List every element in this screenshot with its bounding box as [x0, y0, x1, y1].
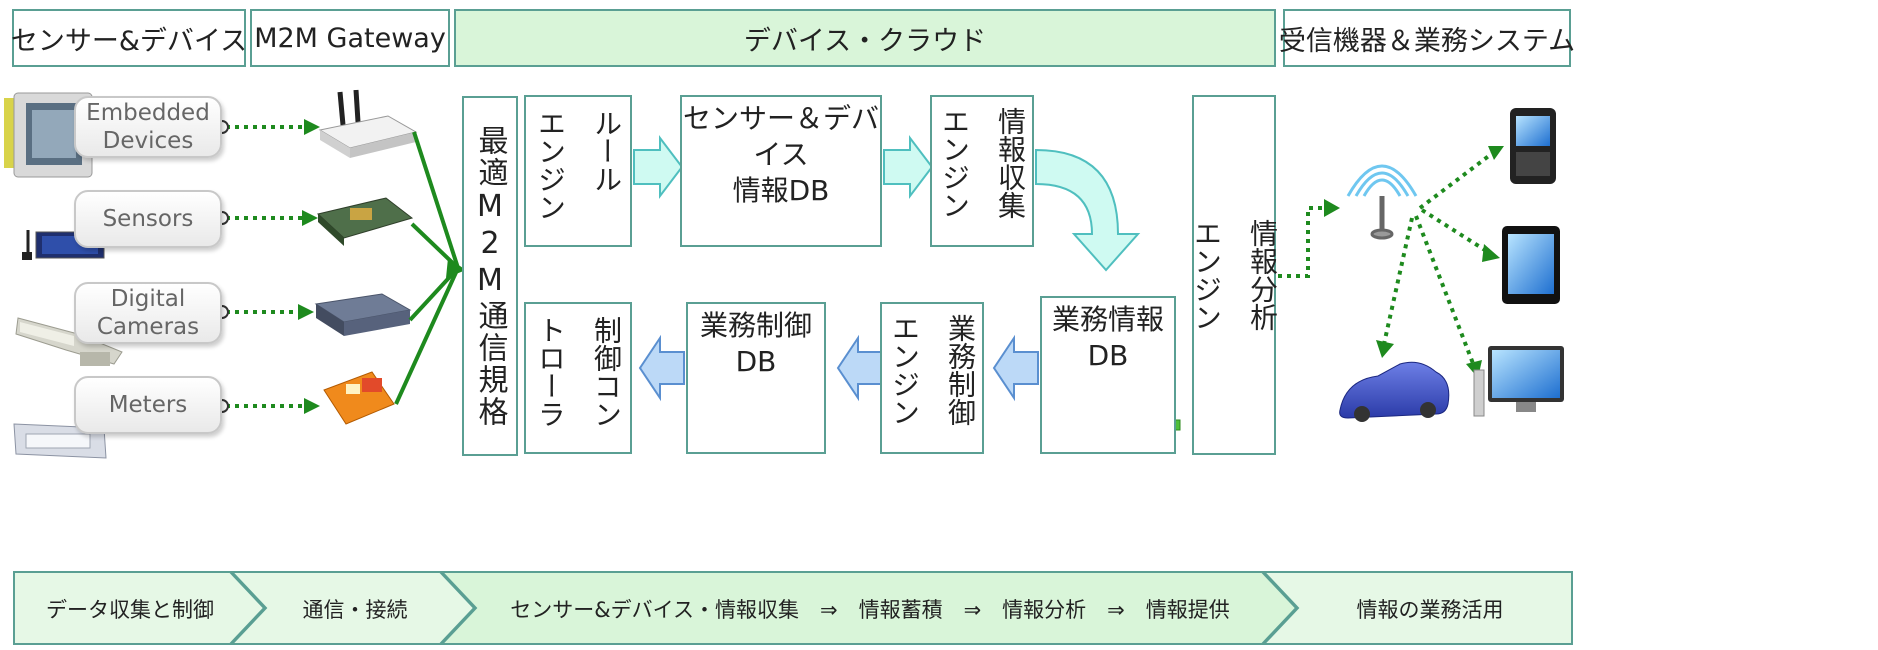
sensor-db-title-1: センサー＆デバイス — [682, 102, 879, 171]
sensor-db-box: センサー＆デバイス 情報DB — [680, 95, 882, 247]
protocol-box: 最適M2M通信規格 — [462, 96, 518, 456]
controller-box: 制御コン トローラ — [524, 302, 632, 454]
rule-engine-sub: エンジン — [534, 109, 567, 221]
gateway-router-image — [318, 89, 418, 158]
flow-arrows-bottom — [638, 334, 1039, 402]
control-engine-label: 業務制御 — [944, 314, 977, 426]
analysis-engine-label: 情報分析 — [1246, 219, 1279, 331]
gateway-sim-image — [323, 371, 395, 425]
controller-sub: トローラ — [534, 316, 567, 428]
bottom-chevron-bar — [13, 571, 1573, 645]
flow-arrows-top — [633, 135, 1141, 272]
control-db-box: 業務制御 DB — [686, 302, 826, 454]
collect-engine-sub: エンジン — [938, 107, 971, 219]
rule-engine-label: ルール — [590, 109, 623, 193]
device-label-sensors: Sensors — [74, 190, 222, 248]
smartphone-image — [1510, 108, 1556, 184]
tablet-image — [1502, 226, 1560, 304]
bottom-step-cloud: センサー&デバイス・情報収集 ⇒ 情報蓄積 ⇒ 情報分析 ⇒ 情報提供 — [510, 598, 1230, 622]
header-sensors: センサー&デバイス — [11, 9, 247, 67]
desktop-pc-image — [1473, 346, 1564, 417]
control-db-title-1: 業務制御 — [699, 309, 812, 342]
device-link-arrowheads — [298, 119, 320, 414]
control-engine-box: 業務制御 エンジン — [880, 302, 984, 454]
output-arrowheads — [1324, 146, 1504, 378]
bottom-step-connect: 通信・接続 — [302, 598, 408, 622]
control-db-title-2: DB — [735, 345, 777, 378]
analysis-engine-sub: エンジン — [1190, 219, 1223, 331]
control-engine-sub: エンジン — [888, 314, 921, 426]
wireless-tower-image — [1346, 164, 1418, 240]
protocol-text: 最適M2M通信規格 — [472, 124, 508, 428]
device-label-cameras: Digital Cameras — [74, 282, 222, 344]
camera-device-image — [15, 317, 123, 366]
header-receivers: 受信機器＆業務システム — [1279, 9, 1575, 67]
device-label-meters: Meters — [74, 376, 222, 434]
collect-engine-label: 情報収集 — [994, 107, 1027, 219]
gateway-module-image — [316, 197, 414, 246]
controller-label: 制御コン — [590, 316, 623, 428]
device-link-circles — [215, 120, 229, 413]
embedded-device-image — [4, 92, 93, 178]
device-label-embedded: Embedded Devices — [74, 96, 222, 158]
gateway-box-image — [314, 293, 412, 336]
sensor-db-title-2: 情報DB — [732, 174, 830, 207]
business-db-title-2: DB — [1087, 339, 1129, 372]
rule-engine-box: ルール エンジン — [524, 95, 632, 247]
output-links — [1278, 150, 1496, 367]
device-gateway-links — [226, 125, 306, 408]
protocol-arrowhead — [446, 258, 466, 278]
header-cloud: デバイス・クラウド — [454, 9, 1276, 67]
business-db-title-1: 業務情報 — [1051, 303, 1164, 336]
analysis-engine-box: 情報分析 エンジン — [1190, 95, 1279, 455]
business-db-box: 業務情報 DB — [1040, 296, 1176, 454]
collect-engine-box: 情報収集 エンジン — [930, 95, 1034, 247]
car-image — [1339, 361, 1450, 422]
header-gateway: M2M Gateway — [250, 9, 450, 67]
bottom-step-collect: データ収集と制御 — [46, 598, 214, 622]
bottom-step-business: 情報の業務活用 — [1356, 598, 1504, 622]
